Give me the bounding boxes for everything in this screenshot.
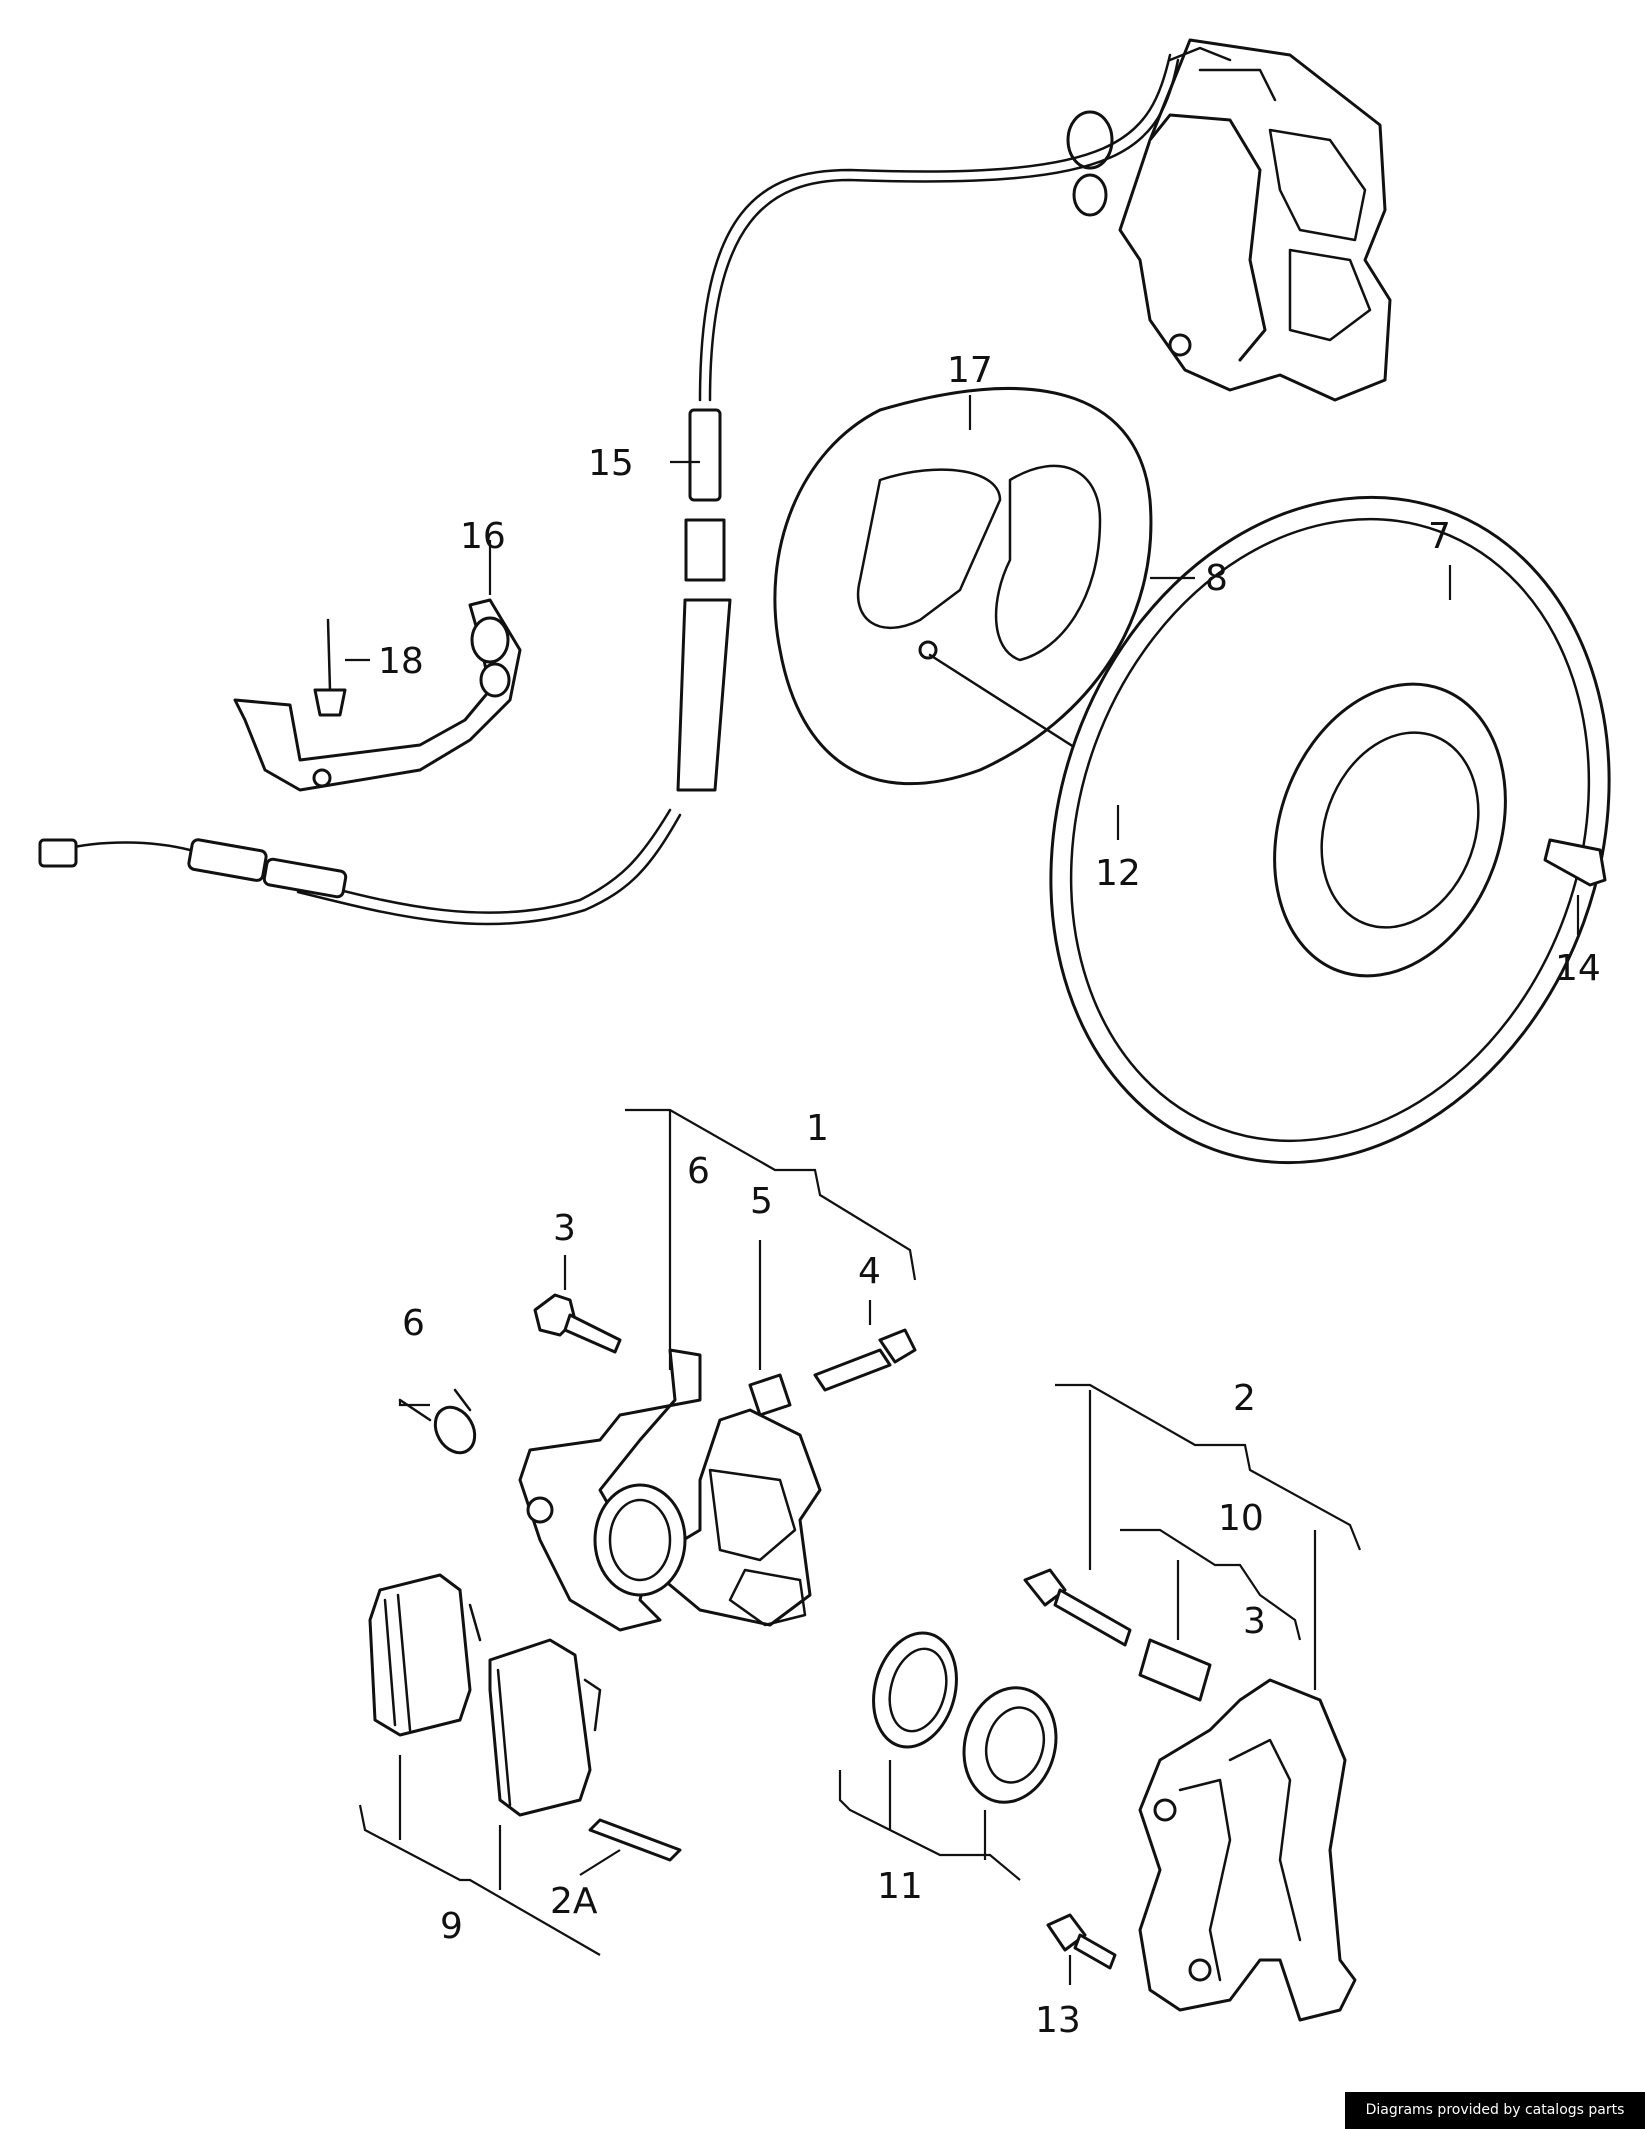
bushing-drawing <box>1138 1638 1212 1702</box>
brake-pads-drawing <box>368 1573 602 1817</box>
callout-labels: 15 16 18 17 8 7 12 14 1 6 5 3 4 6 2 10 3… <box>378 350 1601 2041</box>
guide-bolt-drawing <box>1023 1568 1132 1647</box>
label-4: 4 <box>858 1251 881 1292</box>
label-6-lower: 6 <box>402 1303 425 1344</box>
bolt-3-drawing <box>533 1293 622 1354</box>
spring-6-drawing <box>398 1388 477 1455</box>
label-16: 16 <box>460 516 506 557</box>
leader-lines <box>345 395 1580 1985</box>
label-11: 11 <box>877 1866 923 1907</box>
label-9: 9 <box>440 1906 463 1947</box>
caliper-carrier-drawing <box>1138 1678 1357 2022</box>
label-7: 7 <box>1428 516 1451 557</box>
label-8: 8 <box>1205 558 1228 599</box>
label-13: 13 <box>1035 2000 1081 2041</box>
label-5: 5 <box>750 1181 773 1222</box>
label-15: 15 <box>588 443 634 484</box>
label-18: 18 <box>378 641 424 682</box>
label-3-lower: 3 <box>1243 1601 1266 1642</box>
label-3-upper: 3 <box>553 1208 576 1249</box>
brake-disc-drawing <box>1049 495 1611 1165</box>
label-1: 1 <box>806 1108 829 1149</box>
label-12: 12 <box>1095 853 1141 894</box>
bolt-4-drawing <box>813 1328 917 1392</box>
seal-bearing-drawing <box>872 1631 1058 1804</box>
rear-caliper-drawing <box>1066 38 1392 402</box>
cable-bracket-drawing <box>233 598 522 792</box>
cap-5-drawing <box>748 1373 792 1417</box>
credit-banner: Diagrams provided by catalogs parts <box>1345 2092 1645 2129</box>
bolt-13-drawing <box>1046 1913 1117 1970</box>
label-10: 10 <box>1218 1498 1264 1539</box>
label-17: 17 <box>947 350 993 391</box>
label-14: 14 <box>1555 948 1601 989</box>
label-2a: 2A <box>550 1881 598 1922</box>
label-6-upper: 6 <box>687 1151 710 1192</box>
front-caliper-drawing <box>518 1348 822 1632</box>
label-2: 2 <box>1233 1378 1256 1419</box>
brake-cable-drawing <box>38 53 1180 926</box>
shim-2a-drawing <box>588 1818 682 1862</box>
